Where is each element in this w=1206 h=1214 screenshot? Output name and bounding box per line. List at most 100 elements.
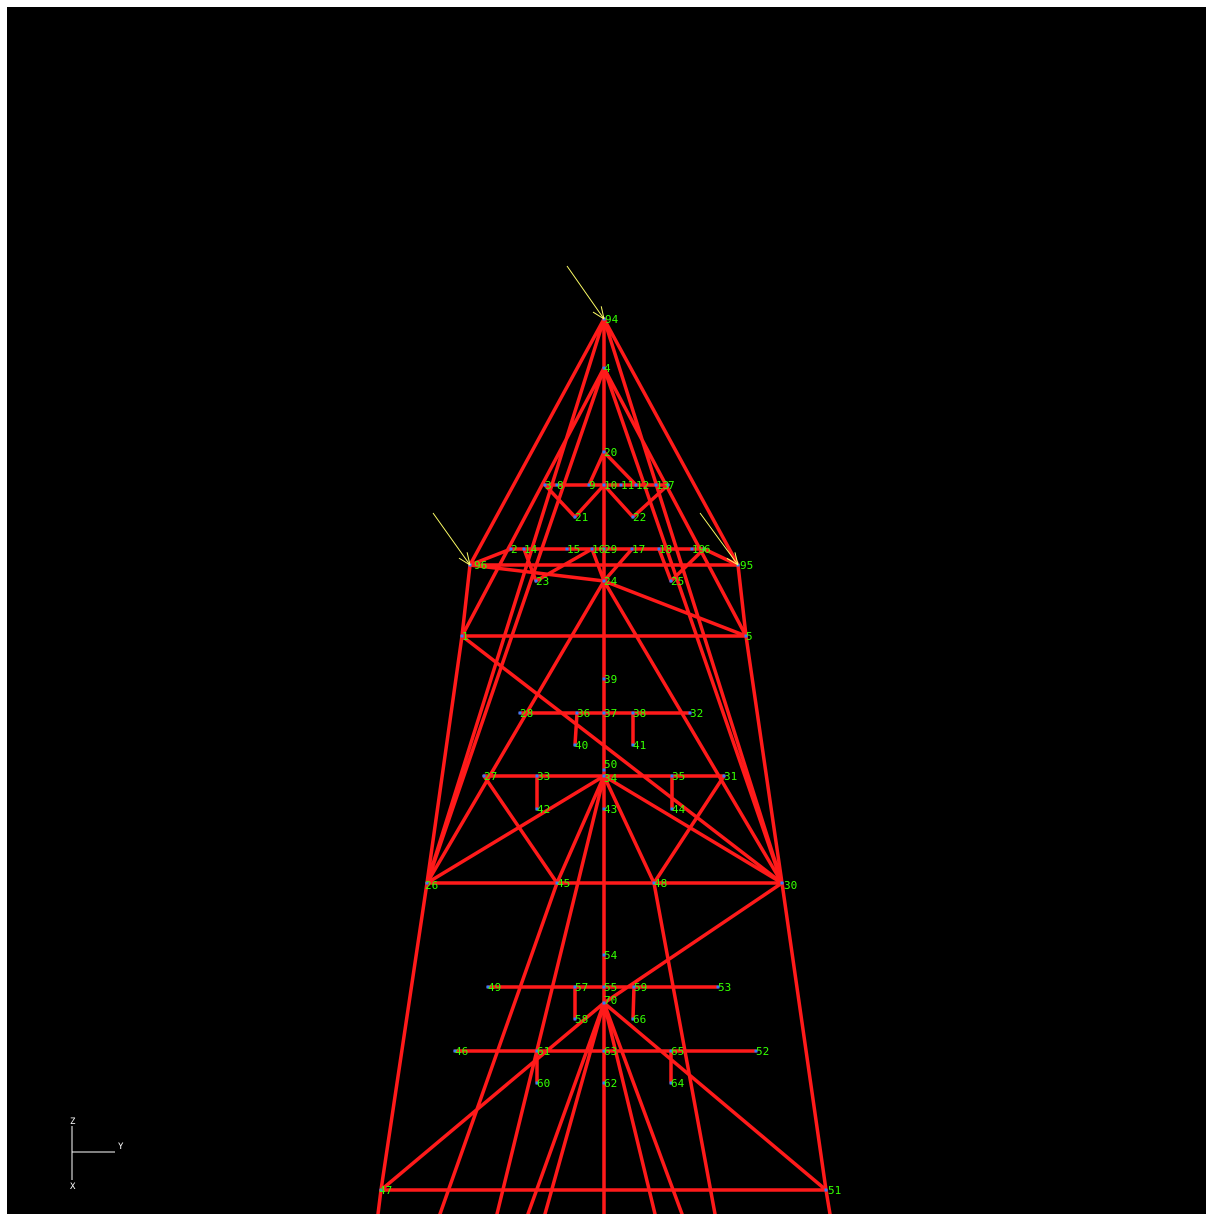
node-48-marker [652, 881, 656, 885]
node-23-marker [534, 579, 538, 583]
node-10-marker [602, 483, 606, 487]
node-62-marker [602, 1081, 606, 1085]
member-line [438, 881, 559, 1214]
node-19-label: 19 [692, 543, 705, 556]
node-28-marker [518, 711, 522, 715]
node-3-label: 3 [545, 479, 552, 492]
node-12-marker [634, 483, 638, 487]
node-17-marker [630, 547, 634, 551]
node-31-label: 31 [724, 770, 737, 783]
node-63-label: 63 [604, 1045, 617, 1058]
member-line [602, 547, 634, 583]
node-60-marker [535, 1081, 539, 1085]
node-35-label: 35 [672, 770, 685, 783]
member-line [657, 547, 673, 583]
node-8-label: 8 [557, 479, 564, 492]
node-43-marker [602, 807, 606, 811]
node-3-marker [543, 483, 547, 487]
node-21-label: 21 [575, 511, 588, 524]
node-44-label: 44 [672, 803, 686, 816]
node-13-marker [654, 483, 658, 487]
node-64-label: 64 [671, 1077, 685, 1090]
member-line [573, 483, 606, 519]
member-line [590, 547, 606, 583]
node-9-label: 9 [589, 479, 596, 492]
node-52-marker [754, 1049, 758, 1053]
node-20-marker [602, 450, 606, 454]
member-line [780, 881, 828, 1192]
node-70-label: 70 [604, 994, 617, 1007]
node-36-label: 36 [577, 707, 590, 720]
node-22-marker [631, 515, 635, 519]
node-41-label: 41 [633, 739, 646, 752]
node-32-marker [688, 711, 692, 715]
node-46-marker [453, 1049, 457, 1053]
node-65-label: 65 [671, 1045, 684, 1058]
node-64-marker [669, 1081, 673, 1085]
member-line [379, 1001, 606, 1192]
node-27-label: 27 [484, 770, 497, 783]
node-31-marker [722, 774, 726, 778]
node-15-marker [565, 547, 569, 551]
node-54-marker [602, 953, 606, 957]
member-line [824, 1188, 832, 1214]
member-line [482, 774, 559, 885]
load-arrow-94 [566, 265, 605, 320]
node-37-label: 37 [604, 707, 617, 720]
member-line [460, 563, 472, 638]
member-line [602, 317, 784, 885]
node-55-label: 55 [604, 981, 617, 994]
member-line [602, 881, 784, 1005]
node-11-marker [619, 483, 623, 487]
node-48-label: 48 [654, 877, 667, 890]
node-16-label: 16 [592, 543, 605, 556]
member-line [468, 317, 606, 567]
node-38-label: 38 [633, 707, 646, 720]
member-line [425, 579, 606, 885]
load-arrows [432, 265, 739, 566]
node-5-marker [744, 634, 748, 638]
node-6-marker [702, 547, 706, 551]
node-2-marker [509, 547, 513, 551]
node-42-label: 42 [537, 803, 550, 816]
node-19-marker [690, 547, 694, 551]
node-33-marker [535, 774, 539, 778]
member-line [602, 1001, 657, 1214]
member-line [522, 547, 538, 583]
node-markers [379, 317, 828, 1192]
node-35-marker [670, 774, 674, 778]
member-line [587, 450, 606, 487]
node-17-label: 17 [632, 543, 645, 556]
node-6-label: 6 [704, 543, 711, 556]
node-45-label: 45 [557, 877, 570, 890]
member-line [425, 366, 606, 885]
node-23-label: 23 [536, 575, 549, 588]
member-lines [376, 317, 832, 1214]
node-36-marker [575, 711, 579, 715]
member-line [602, 483, 635, 519]
node-95-label: 95 [740, 559, 753, 572]
member-line [425, 317, 606, 885]
member-line [460, 634, 784, 885]
node-38-marker [631, 711, 635, 715]
member-line [631, 483, 670, 519]
node-9-marker [587, 483, 591, 487]
node-25-marker [669, 579, 673, 583]
node-1-label: 1 [462, 630, 469, 643]
node-57-marker [573, 985, 577, 989]
node-30-marker [780, 881, 784, 885]
member-line [543, 483, 577, 519]
node-37-marker [602, 711, 606, 715]
z-axis-label: Z [70, 1117, 76, 1127]
node-10-label: 10 [604, 479, 617, 492]
node-70-marker [602, 1001, 606, 1005]
node-46-label: 46 [455, 1045, 468, 1058]
node-25-label: 25 [671, 575, 684, 588]
node-65-marker [669, 1049, 673, 1053]
member-line [379, 881, 429, 1192]
node-50-label: 50 [604, 758, 617, 771]
node-7-marker [666, 483, 670, 487]
node-34-marker [602, 774, 606, 778]
